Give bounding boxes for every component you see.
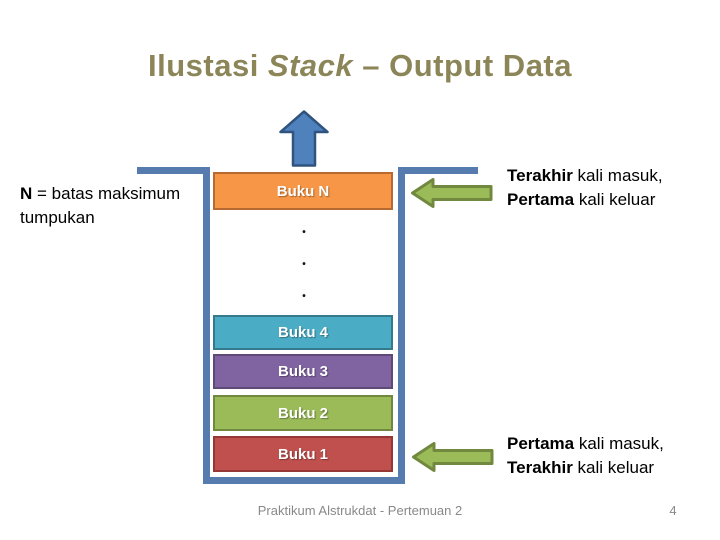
title-prefix: Ilustasi xyxy=(147,48,268,83)
fifo-note-line1: Pertama kali masuk, xyxy=(507,432,707,456)
stack-box-buku-n: Buku N xyxy=(213,172,393,210)
stack-wall-right xyxy=(398,167,405,484)
fifo-line1-bold: Pertama xyxy=(507,434,575,453)
footer-text: Praktikum Alstrukdat - Pertemuan 2 xyxy=(257,503,463,518)
n-definition-bold: N xyxy=(20,184,33,203)
n-definition-note: N = batas maksimum tumpukan xyxy=(20,182,195,230)
ellipsis-dot: • xyxy=(302,227,306,238)
stack-wall-left xyxy=(203,167,210,484)
lifo-note-line1: Terakhir kali masuk, xyxy=(507,164,707,188)
stack-box-buku-2: Buku 2 xyxy=(213,395,393,431)
fifo-note-line2: Terakhir kali keluar xyxy=(507,456,707,480)
stack-wall-bottom xyxy=(203,477,405,484)
stack-box-buku-4: Buku 4 xyxy=(213,315,393,350)
title-suffix: – Output Data xyxy=(353,48,572,83)
lifo-line2-bold: Pertama xyxy=(507,190,575,209)
stack-ellipsis: • • • xyxy=(295,228,313,302)
stack-wall-top-left xyxy=(137,167,210,174)
page-number: 4 xyxy=(669,503,677,518)
lifo-line1-bold: Terakhir xyxy=(507,166,573,185)
lifo-line1-rest: kali masuk, xyxy=(572,166,663,185)
green-arrow-top-icon xyxy=(411,178,493,208)
ellipsis-dot: • xyxy=(302,259,306,270)
fifo-note: Pertama kali masuk, Terakhir kali keluar xyxy=(507,432,707,480)
up-arrow-icon xyxy=(279,110,329,167)
lifo-note: Terakhir kali masuk, Pertama kali keluar xyxy=(507,164,707,212)
title-italic-word: Stack xyxy=(267,48,354,83)
green-arrow-bottom-icon xyxy=(412,442,494,472)
stack-box-buku-3: Buku 3 xyxy=(213,354,393,389)
stack-box-buku-1: Buku 1 xyxy=(213,436,393,472)
fifo-line2-bold: Terakhir xyxy=(507,458,573,477)
page-title: Ilustasi Stack – Output Data xyxy=(0,48,720,84)
ellipsis-dot: • xyxy=(302,291,306,302)
lifo-line2-rest: kali keluar xyxy=(574,190,656,209)
n-definition-rest: = batas maksimum tumpukan xyxy=(20,184,181,227)
lifo-note-line2: Pertama kali keluar xyxy=(507,188,707,212)
fifo-line2-rest: kali keluar xyxy=(572,458,655,477)
stack-wall-top-right xyxy=(398,167,478,174)
fifo-line1-rest: kali masuk, xyxy=(574,434,664,453)
